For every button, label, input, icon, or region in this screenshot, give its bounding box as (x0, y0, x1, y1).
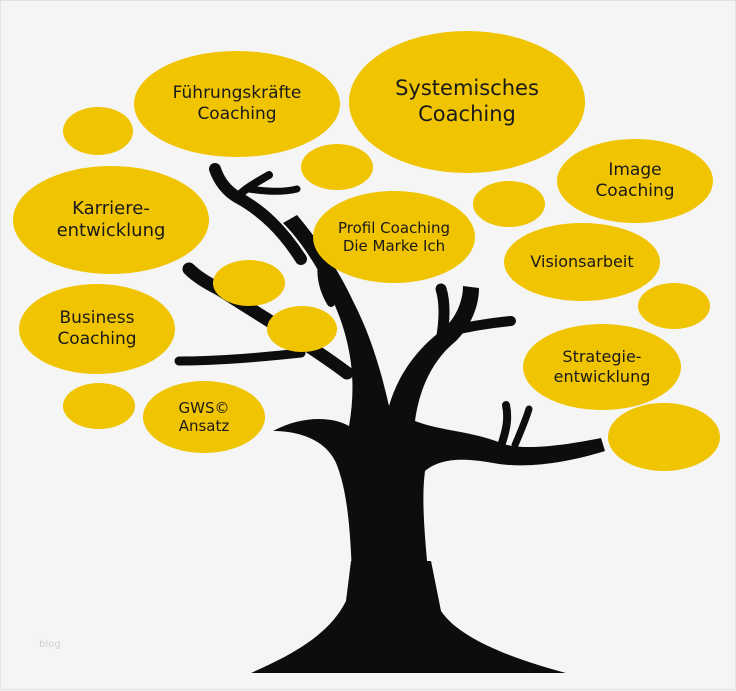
bubble-profil-coaching: Profil Coaching Die Marke Ich (313, 191, 475, 283)
leaf-blob (63, 383, 135, 429)
bubble-label: Systemisches Coaching (395, 76, 539, 126)
bubble-label: Business Coaching (57, 308, 137, 349)
bubble-business-coaching: Business Coaching (19, 284, 175, 374)
twig-right-low2 (511, 405, 533, 449)
leaf-blob (301, 144, 373, 190)
branch-right-upper (435, 283, 450, 347)
bubble-strategieentwicklung: Strategie- entwicklung (523, 324, 681, 410)
watermark-text: blog (39, 639, 61, 650)
leaf-blob (267, 306, 337, 352)
bubble-image-coaching: Image Coaching (557, 139, 713, 223)
bubble-label: Image Coaching (595, 160, 675, 201)
bubble-label: Strategie- entwicklung (553, 347, 651, 386)
twig-top-left (233, 171, 273, 201)
twig-top-right (245, 185, 301, 195)
twig-left-lower (174, 348, 306, 366)
bubble-label: Profil Coaching Die Marke Ich (338, 218, 450, 255)
leaf-blob (473, 181, 545, 227)
leaf-blob (638, 283, 710, 329)
bubble-visionsarbeit: Visionsarbeit (504, 223, 660, 301)
bubble-label: GWS© Ansatz (178, 398, 230, 435)
bubble-systemisches-coaching: Systemisches Coaching (349, 31, 585, 173)
twig-right-lower (497, 401, 512, 450)
bubble-label: Führungskräfte Coaching (172, 83, 302, 124)
leaf-blob (63, 107, 133, 155)
bubble-label: Visionsarbeit (530, 252, 634, 272)
tree-roots (251, 561, 566, 673)
tree-trunk (273, 215, 605, 601)
branch-right-mid (446, 316, 516, 336)
bubble-fuehrungskraefte-coaching: Führungskräfte Coaching (134, 51, 340, 157)
bubble-karriereentwicklung: Karriere- entwicklung (13, 166, 209, 274)
bubble-gws-ansatz: GWS© Ansatz (143, 381, 265, 453)
leaf-blob (213, 260, 285, 306)
leaf-blob (608, 403, 720, 471)
bubble-label: Karriere- entwicklung (56, 198, 166, 241)
